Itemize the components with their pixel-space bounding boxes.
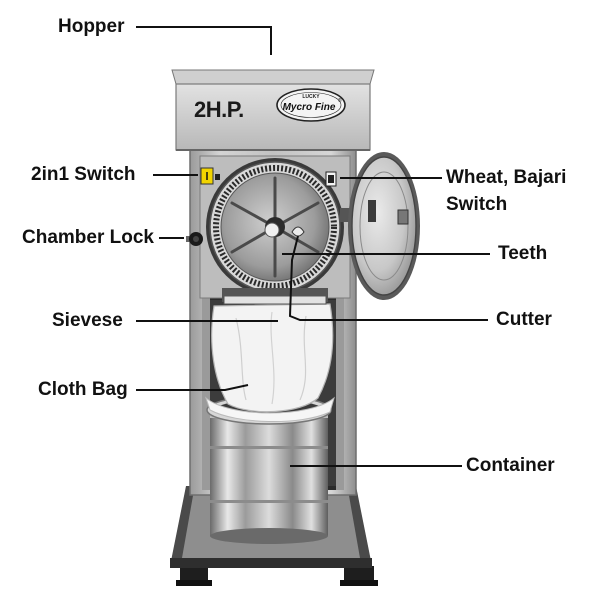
registered-mark: ®: [338, 97, 342, 104]
label-sievese: Sievese: [52, 310, 123, 331]
label-2in1-switch: 2in1 Switch: [31, 164, 136, 185]
chamber-door: [340, 152, 420, 300]
label-wheat-bajari-line2: Switch: [446, 194, 508, 215]
brand-name: Mycro Fine: [283, 102, 336, 113]
brand-small: LUCKY: [302, 94, 320, 100]
machine-feet: [176, 566, 378, 586]
grinding-chamber: [199, 155, 351, 302]
power-marking: 2H.P.: [194, 97, 244, 122]
cloth-bag: [204, 303, 335, 422]
leader-cloth-bag: [136, 384, 249, 391]
switch-2in1: [200, 167, 220, 185]
leader-cutter: [288, 235, 488, 321]
label-chamber-lock: Chamber Lock: [22, 227, 154, 248]
leader-hopper: [136, 26, 272, 55]
brand-badge: LUCKY Mycro Fine ®: [276, 88, 346, 122]
cutter: [291, 226, 305, 237]
switch-wheat-bajari: [325, 171, 337, 187]
sieve: [223, 295, 327, 305]
label-cutter: Cutter: [496, 309, 552, 330]
label-container: Container: [466, 455, 555, 476]
label-cloth-bag: Cloth Bag: [38, 379, 128, 400]
label-wheat-bajari-line1: Wheat, Bajari: [446, 167, 567, 188]
label-teeth: Teeth: [498, 243, 548, 264]
leader-lines: [136, 26, 490, 467]
label-hopper: Hopper: [58, 16, 125, 37]
chamber-lock-knob: [186, 232, 203, 246]
